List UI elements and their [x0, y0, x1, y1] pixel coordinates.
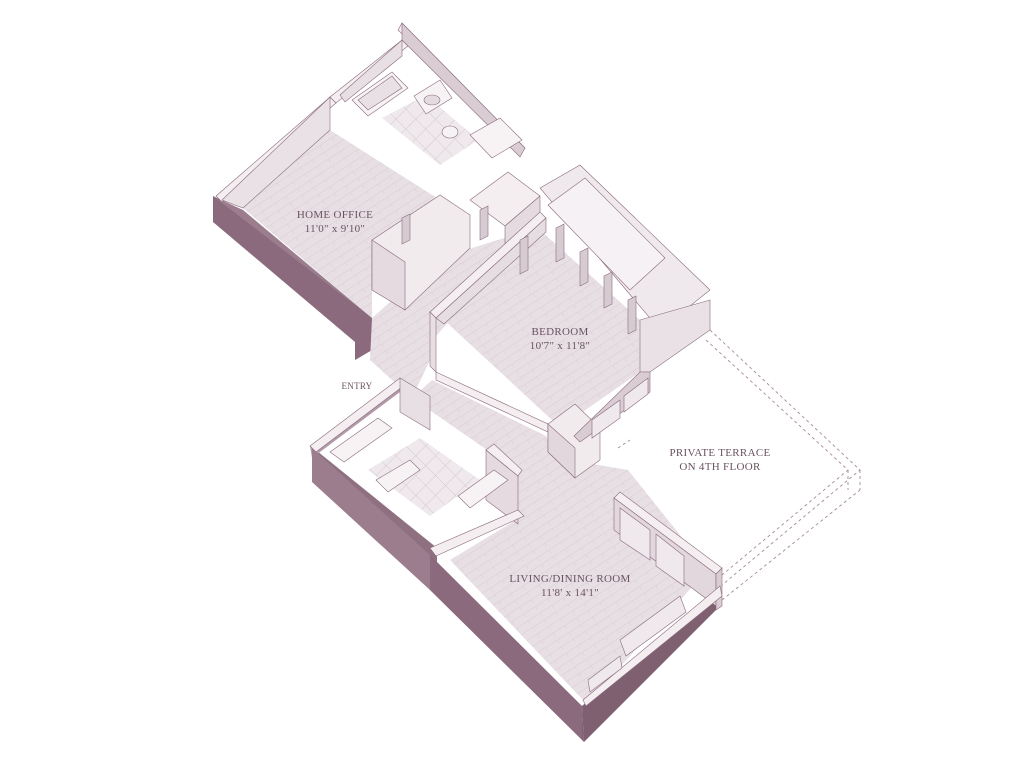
living-dining-dimensions: 11'8' x 14'1"	[541, 587, 599, 599]
fixtures	[329, 71, 687, 693]
terrace-outline	[617, 329, 861, 601]
terrace-line-1: PRIVATE TERRACE	[669, 447, 771, 459]
home-office-name: HOME OFFICE	[296, 209, 374, 221]
entry-label: ENTRY	[341, 381, 373, 391]
living-dining-name: LIVING/DINING ROOM	[509, 573, 631, 585]
terrace-label: PRIVATE TERRACE ON 4TH FLOOR	[665, 446, 775, 474]
terrace-line-2: ON 4TH FLOOR	[679, 461, 761, 473]
floor-areas	[243, 95, 700, 700]
bedroom-name: BEDROOM	[531, 326, 589, 338]
bedroom-label: BEDROOM 10'7" x 11'8"	[510, 325, 610, 353]
home-office-label: HOME OFFICE 11'0" x 9'10"	[280, 208, 390, 236]
bedroom-dimensions: 10'7" x 11'8"	[529, 340, 591, 352]
home-office-dimensions: 11'0" x 9'10"	[304, 223, 366, 235]
exterior-walls	[213, 196, 722, 742]
living-dining-label: LIVING/DINING ROOM 11'8' x 14'1"	[500, 572, 640, 600]
